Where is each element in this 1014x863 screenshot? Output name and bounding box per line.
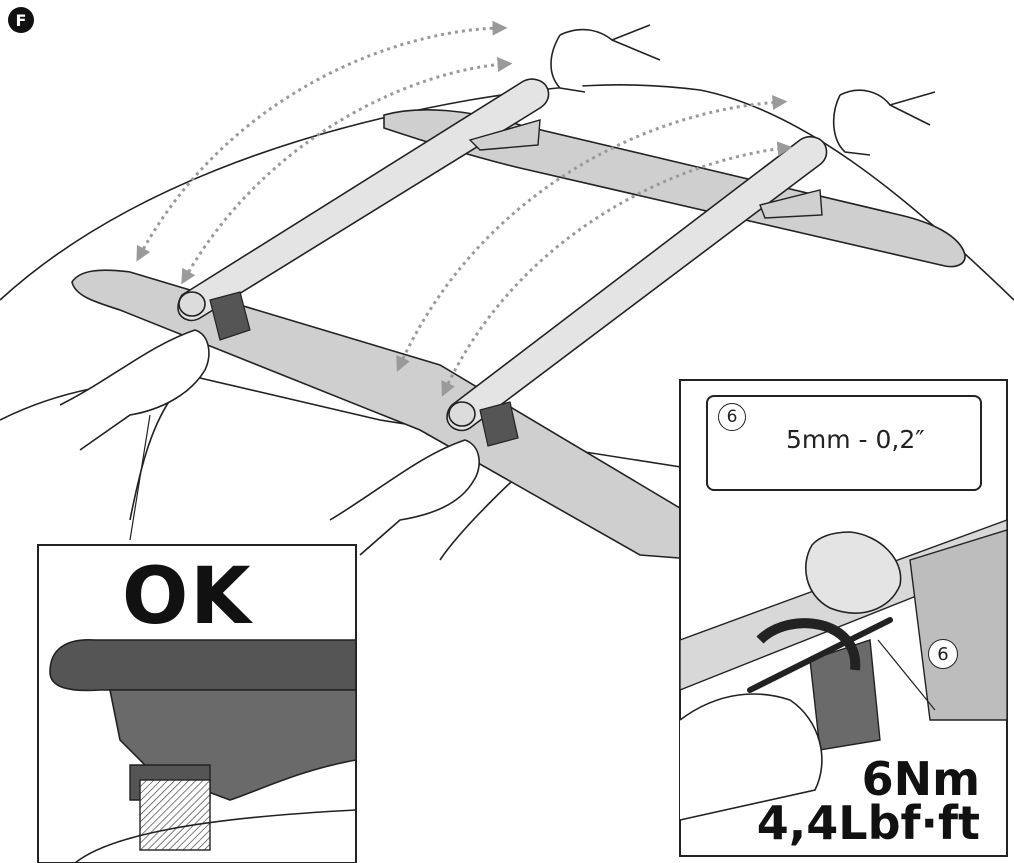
hands	[59, 24, 936, 556]
left-cross-bar	[177, 78, 550, 341]
ok-label: OK	[122, 552, 253, 642]
step-badge: F	[8, 7, 34, 33]
tool-size-label: 5mm - 0,2″	[786, 425, 925, 454]
torque-metric: 6Nm	[859, 749, 983, 809]
bolt-callout-number: 6	[928, 639, 958, 669]
ok-inset-panel	[37, 414, 357, 863]
swing-arrows	[136, 20, 793, 397]
tool-number: 6	[718, 403, 746, 431]
tool-spec-box: 6 5mm - 0,2″	[706, 395, 982, 491]
torque-imperial: 4,4Lbf·ft	[754, 793, 983, 853]
